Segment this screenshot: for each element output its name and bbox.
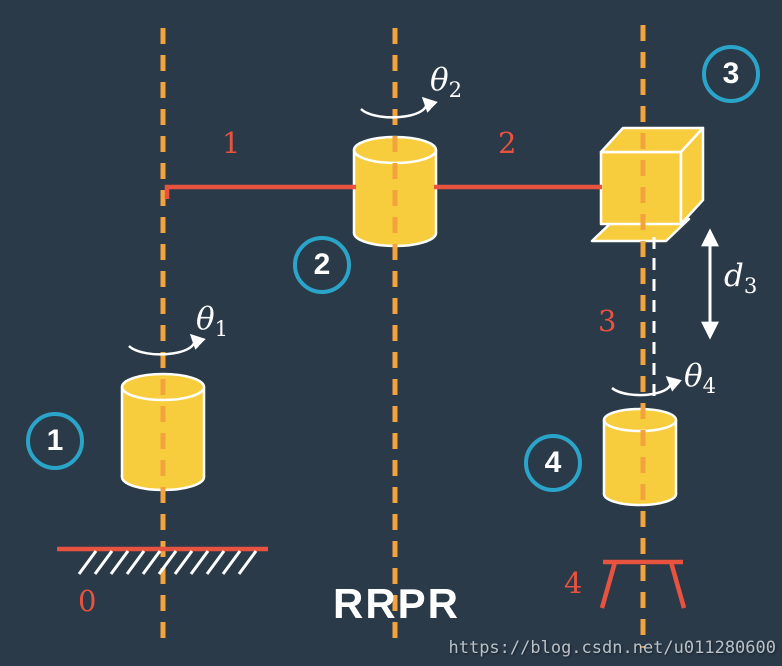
theta2-rotation-arrow [360, 96, 438, 119]
joint1-badge-number: 1 [46, 424, 64, 457]
watermark-text: https://blog.csdn.net/u011280600 [448, 638, 776, 658]
diagram-caption: RRPR [333, 580, 461, 627]
ground [57, 546, 268, 575]
joint4-badge-circle [524, 434, 582, 492]
link3-label: 3 [598, 304, 617, 338]
end-effector-label: 4 [564, 566, 583, 600]
link2-label: 2 [498, 126, 517, 160]
joint4-badge-number: 4 [544, 446, 562, 479]
joint1-badge-circle [26, 412, 84, 470]
joint3-prismatic-cube [590, 126, 705, 243]
joint4-cylinder [602, 407, 678, 507]
theta4-rotation-arrow [611, 376, 682, 397]
d3-label: d3 [724, 258, 758, 299]
theta1-label: θ1 [196, 301, 229, 342]
end-effector [599, 559, 687, 609]
joint2-badge-circle [293, 236, 351, 294]
joint2-badge-number: 2 [313, 248, 331, 281]
link1-line [164, 184, 356, 199]
theta1-rotation-arrow [128, 333, 206, 356]
joint1-cylinder [120, 372, 206, 492]
joint3-badge-number: 3 [722, 57, 740, 90]
base-link-label: 0 [78, 584, 97, 618]
theta4-label: θ4 [684, 358, 717, 399]
joint3-badge-circle [702, 45, 760, 103]
theta2-label: θ2 [430, 62, 463, 103]
link1-label: 1 [222, 126, 241, 160]
ground-hatching [77, 550, 258, 575]
